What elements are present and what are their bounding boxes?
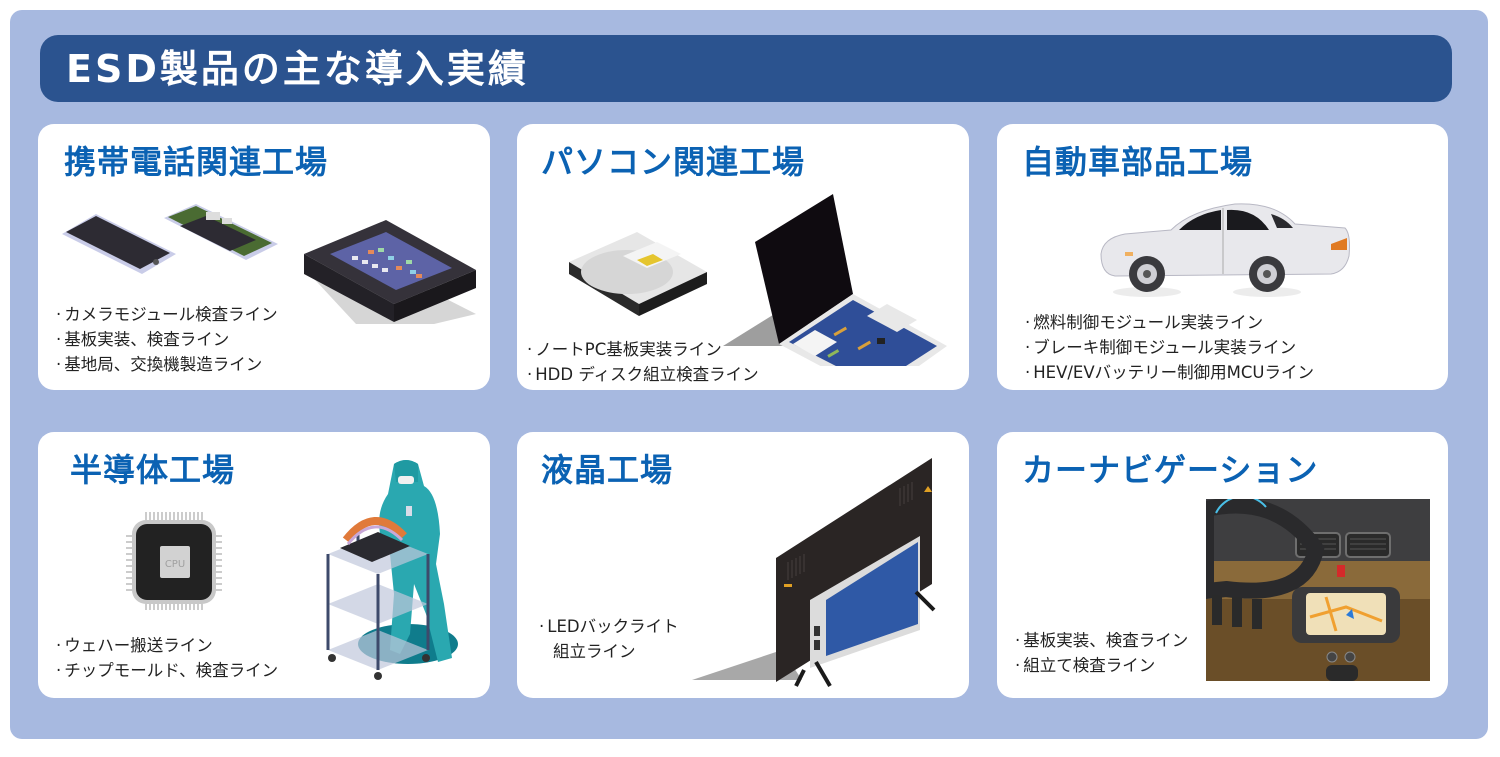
list-item: LEDバックライト bbox=[539, 614, 678, 639]
circuit-board-phone-icon bbox=[164, 204, 278, 260]
list-item: ノートPC基板実装ライン bbox=[527, 337, 759, 362]
list-item: ウェハー搬送ライン bbox=[56, 633, 278, 658]
item-list: 燃料制御モジュール実装ライン ブレーキ制御モジュール実装ライン HEV/EVバッ… bbox=[1025, 310, 1314, 385]
list-item: 組立て検査ライン bbox=[1015, 653, 1188, 678]
item-list: ノートPC基板実装ライン HDD ディスク組立検査ライン bbox=[527, 337, 759, 387]
list-item: 基板実装、検査ライン bbox=[1015, 628, 1188, 653]
page-title: ESD製品の主な導入実績 bbox=[66, 47, 529, 91]
item-list: LEDバックライト 組立ライン bbox=[539, 614, 678, 664]
list-item: 組立ライン bbox=[553, 642, 636, 661]
list-item: HEV/EVバッテリー制御用MCUライン bbox=[1025, 360, 1314, 385]
laptop-icon bbox=[755, 194, 947, 366]
card-lcd-factory: 液晶工場 bbox=[517, 432, 969, 698]
list-item: HDD ディスク組立検査ライン bbox=[527, 362, 758, 387]
boxed-phone-icon bbox=[304, 220, 476, 322]
list-item: 燃料制御モジュール実装ライン bbox=[1025, 310, 1314, 335]
list-item: チップモールド、検査ライン bbox=[56, 658, 278, 683]
item-list: ウェハー搬送ライン チップモールド、検査ライン bbox=[56, 633, 278, 683]
card-title: 自動車部品工場 bbox=[1022, 143, 1254, 181]
hdd-laptop-illustration bbox=[557, 176, 967, 366]
lcd-tv-back-icon bbox=[692, 458, 936, 688]
car-dashboard-icon bbox=[1206, 499, 1430, 681]
cpu-chip-icon: CPU bbox=[126, 512, 222, 610]
sedan-car-icon bbox=[1100, 203, 1350, 297]
card-title: 半導体工場 bbox=[70, 451, 236, 489]
car-illustration bbox=[1095, 194, 1355, 304]
header-bar: ESD製品の主な導入実績 bbox=[40, 35, 1452, 102]
card-mobile-phone-factory: 携帯電話関連工場 bbox=[38, 124, 490, 390]
item-list: カメラモジュール検査ライン 基板実装、検査ライン 基地局、交換機製造ライン bbox=[56, 302, 278, 377]
lcd-tv-illustration bbox=[692, 450, 952, 690]
list-item: ブレーキ制御モジュール実装ライン bbox=[1025, 335, 1314, 360]
card-auto-parts-factory: 自動車部品工場 燃料制御モジュール実装ライン ブ bbox=[997, 124, 1448, 390]
item-list: 基板実装、検査ライン 組立て検査ライン bbox=[1015, 628, 1188, 678]
card-pc-factory: パソコン関連工場 bbox=[517, 124, 969, 390]
svg-text:CPU: CPU bbox=[165, 559, 185, 570]
hard-disk-icon bbox=[569, 232, 707, 316]
card-car-navigation: カーナビゲーション bbox=[997, 432, 1448, 698]
smartphone-icon bbox=[62, 214, 176, 274]
card-title: 液晶工場 bbox=[541, 451, 674, 489]
list-item: 基地局、交換機製造ライン bbox=[56, 352, 278, 377]
card-title: 携帯電話関連工場 bbox=[64, 143, 329, 181]
car-dashboard-illustration bbox=[1206, 499, 1430, 681]
smartphones-illustration bbox=[56, 204, 486, 324]
card-semiconductor-factory: 半導体工場 bbox=[38, 432, 490, 698]
cleanroom-worker-illustration bbox=[318, 454, 468, 694]
card-title: パソコン関連工場 bbox=[541, 143, 806, 181]
cpu-chip-illustration: CPU bbox=[124, 508, 224, 614]
wafer-cart-icon bbox=[326, 516, 430, 680]
list-item: 基板実装、検査ライン bbox=[56, 327, 278, 352]
card-title: カーナビゲーション bbox=[1022, 451, 1319, 489]
list-item: カメラモジュール検査ライン bbox=[56, 302, 277, 327]
